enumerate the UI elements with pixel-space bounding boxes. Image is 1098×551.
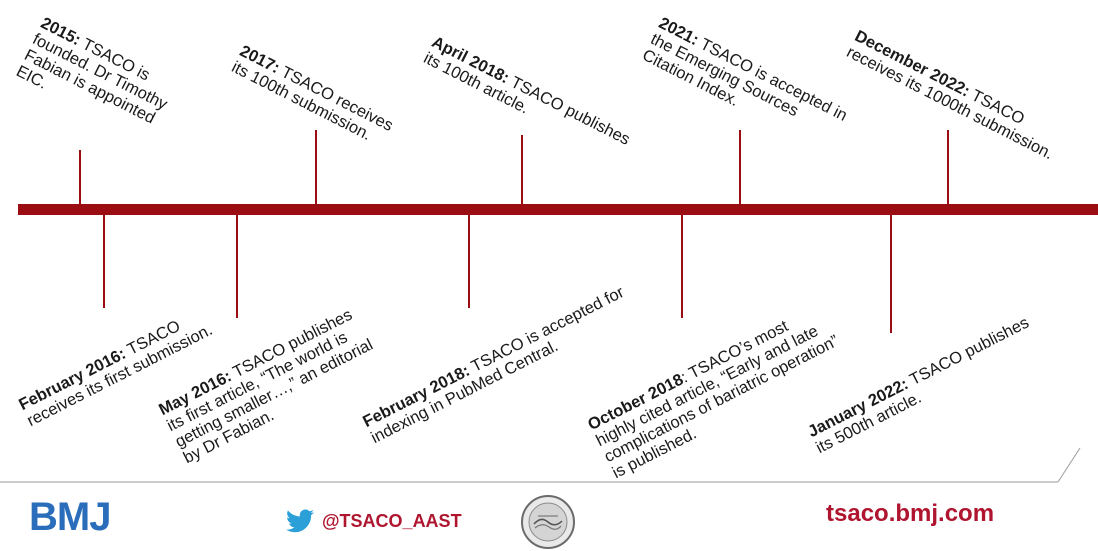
twitter-link[interactable]: @TSACO_AAST [286, 509, 462, 533]
tick-feb-2016 [103, 215, 105, 308]
tick-2017 [315, 130, 317, 204]
aast-seal-logo [521, 495, 575, 549]
tick-oct-2018 [681, 215, 683, 318]
twitter-bird-icon [286, 509, 314, 533]
tick-dec-2022 [947, 130, 949, 204]
tick-feb-2018 [468, 215, 470, 308]
tick-jan-2022 [890, 215, 892, 333]
timeline-axis [18, 204, 1098, 215]
twitter-handle: @TSACO_AAST [322, 510, 462, 531]
website-link[interactable]: tsaco.bmj.com [826, 500, 995, 527]
tick-2021 [739, 130, 741, 204]
tick-apr-2018 [521, 135, 523, 204]
tick-2015 [79, 150, 81, 204]
tick-may-2016 [236, 215, 238, 318]
bmj-logo: BMJ [29, 495, 111, 539]
